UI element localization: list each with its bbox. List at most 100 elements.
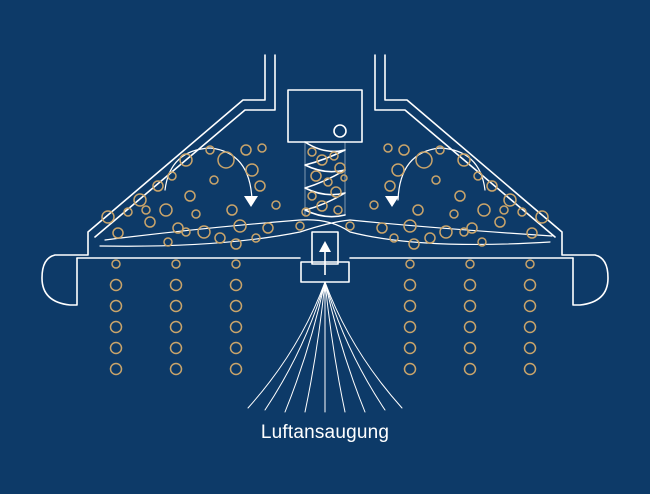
particle [254, 180, 266, 192]
particle [369, 200, 379, 210]
particle [333, 205, 343, 215]
particle [230, 238, 242, 250]
arrow-up-icon [319, 241, 331, 275]
particle [109, 341, 123, 355]
particle [463, 299, 477, 313]
particle [229, 320, 243, 334]
particle [169, 320, 183, 334]
particle [523, 341, 537, 355]
particle [499, 205, 509, 215]
particle [323, 177, 333, 187]
particle [316, 200, 328, 212]
particle [405, 259, 415, 269]
particle [376, 222, 388, 234]
particle [330, 186, 342, 198]
particle [172, 222, 184, 234]
motor-indicator [333, 124, 347, 138]
particle [271, 200, 281, 210]
particle [403, 320, 417, 334]
particle [141, 205, 151, 215]
particle [295, 221, 305, 231]
particle [214, 232, 226, 244]
particle [152, 180, 164, 192]
particle [329, 151, 339, 161]
particle [345, 221, 355, 231]
particle [523, 278, 537, 292]
particle [398, 144, 410, 156]
particle [123, 207, 133, 217]
particle [229, 278, 243, 292]
particle [439, 225, 453, 239]
particle [163, 237, 173, 247]
particle [523, 362, 537, 376]
particle [191, 209, 201, 219]
particle [408, 238, 420, 250]
particle [403, 341, 417, 355]
caption-label: Luftansaugung [260, 422, 390, 443]
particle [403, 362, 417, 376]
particle [463, 341, 477, 355]
particle [486, 180, 498, 192]
particle [424, 232, 436, 244]
particle [523, 320, 537, 334]
particle [181, 227, 191, 237]
left-vortex [164, 147, 253, 201]
particle [463, 278, 477, 292]
particle [466, 222, 478, 234]
arrow-down-icon [385, 196, 399, 207]
housing-outline [41, 54, 609, 306]
particle [463, 320, 477, 334]
particle [526, 227, 538, 239]
particle [383, 143, 393, 153]
motor-box [287, 89, 363, 143]
particle [112, 227, 124, 239]
particle [334, 162, 346, 174]
particle [205, 145, 215, 155]
particle [109, 362, 123, 376]
particles [101, 143, 549, 376]
particle [217, 151, 235, 169]
particle [231, 259, 241, 269]
particle [144, 216, 156, 228]
particle [179, 153, 193, 167]
particle [229, 299, 243, 313]
particle [226, 204, 238, 216]
particle [251, 233, 261, 243]
particle [169, 341, 183, 355]
particle [109, 320, 123, 334]
particle [403, 219, 417, 233]
particle [391, 163, 405, 177]
particle [245, 163, 259, 177]
particle [473, 171, 483, 181]
particle [463, 362, 477, 376]
housing-inner [94, 54, 556, 238]
particle [133, 193, 147, 207]
particle [101, 210, 115, 224]
particle [523, 299, 537, 313]
particle [233, 219, 247, 233]
particle [109, 278, 123, 292]
particle [240, 144, 252, 156]
particle [517, 207, 527, 217]
air-intake-stream [247, 281, 403, 413]
particle [229, 362, 243, 376]
particle [340, 174, 348, 182]
particle [403, 278, 417, 292]
particle [262, 222, 274, 234]
particle [457, 153, 471, 167]
particle [454, 190, 466, 202]
particle [316, 154, 328, 166]
particle [169, 362, 183, 376]
particle [431, 175, 441, 185]
particle [465, 259, 475, 269]
particle [389, 233, 399, 243]
right-vortex [397, 147, 486, 201]
particle [209, 175, 219, 185]
particle [169, 278, 183, 292]
particle [449, 209, 459, 219]
particle [257, 143, 267, 153]
airflow-lines [99, 219, 553, 247]
particle [503, 193, 517, 207]
particle [435, 145, 445, 155]
